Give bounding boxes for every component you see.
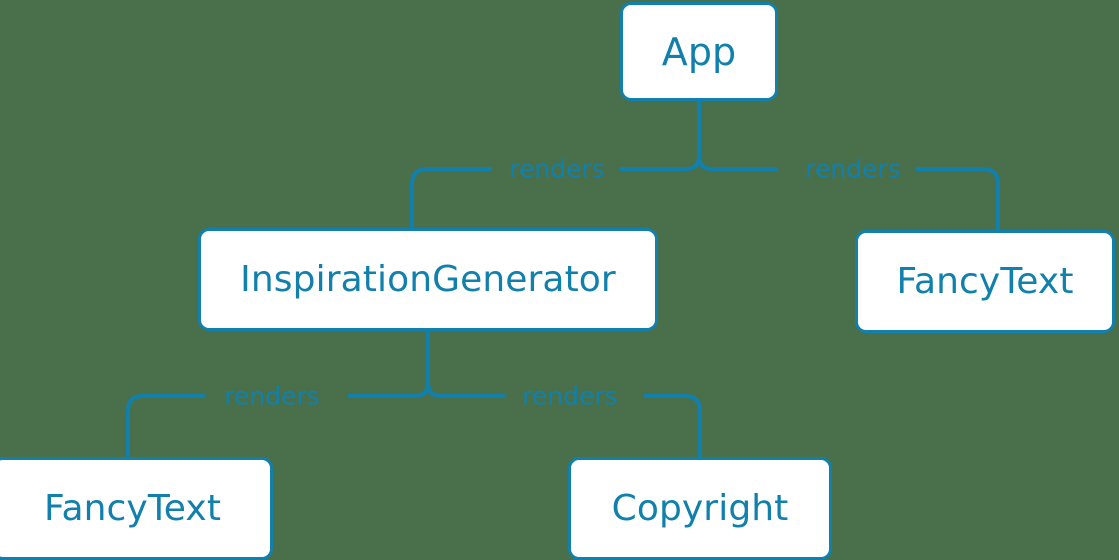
edge-label-app-inspiration: renders <box>509 154 605 184</box>
node-app-label: App <box>661 29 737 74</box>
edge-label-app-fancytext-right: renders <box>805 154 901 184</box>
edge-inspiration-stem-right <box>426 331 442 398</box>
node-fancytext-left[interactable]: FancyText <box>0 457 273 560</box>
edge-label-inspiration-fancytext-left: renders <box>224 381 320 411</box>
node-copyright-label: Copyright <box>611 487 789 529</box>
node-inspiration-generator-label: InspirationGenerator <box>240 258 616 300</box>
node-fancytext-left-label: FancyText <box>43 487 222 529</box>
edge-label-inspiration-copyright: renders <box>522 381 618 411</box>
edge-app-inspiration-outer <box>410 167 492 228</box>
node-app[interactable]: App <box>620 2 778 101</box>
node-copyright[interactable]: Copyright <box>568 457 832 560</box>
edge-inspiration-fancytext-outer <box>126 394 205 457</box>
node-fancytext-right-label: FancyText <box>896 260 1074 302</box>
edge-inspiration-copyright-outer <box>644 394 702 457</box>
edge-app-fancytext-outer <box>916 167 1000 230</box>
edge-app-stem-right <box>697 100 713 171</box>
node-inspiration-generator[interactable]: InspirationGenerator <box>198 228 658 331</box>
node-fancytext-right[interactable]: FancyText <box>855 230 1115 333</box>
